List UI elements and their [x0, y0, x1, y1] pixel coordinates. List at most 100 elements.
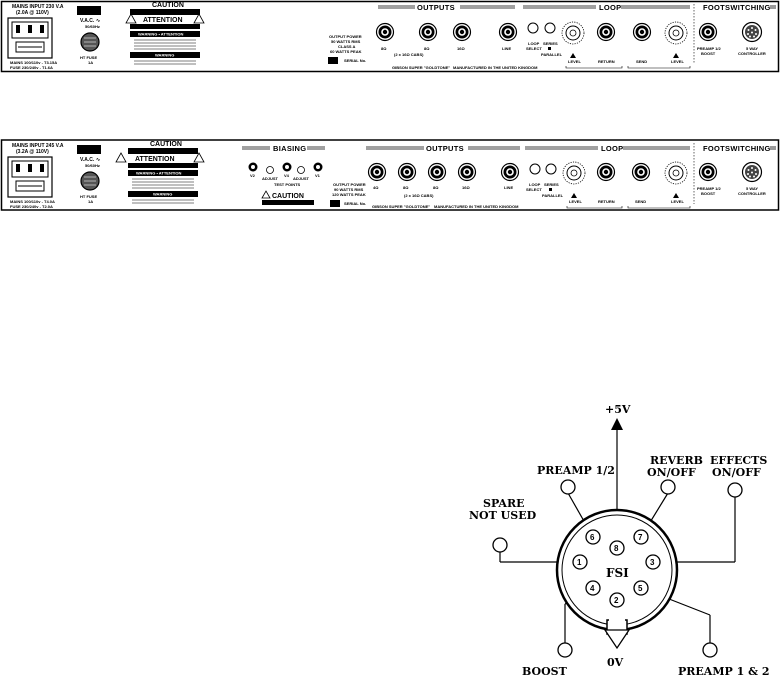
panel-2-outputs-header: OUTPUTS: [426, 144, 464, 153]
panel-1-preamp-boost-jack[interactable]: [698, 22, 718, 42]
panel-2-jack-line[interactable]: [500, 162, 520, 182]
terminal-reverb: [660, 479, 676, 495]
panel-2-jack-8ohm-a[interactable]: [397, 162, 417, 182]
panel-1-parallel: PARALLEL: [541, 52, 563, 57]
panel-1-footswitching-header: FOOTSWITCHING: [703, 3, 771, 12]
plus-5v-arrow-icon: [611, 418, 623, 430]
panel-2-voltage-label-block: [77, 145, 101, 154]
panel-2-bias-test-point-v1[interactable]: [313, 162, 323, 172]
terminal-boost: [557, 642, 573, 658]
panel-2-send-jack[interactable]: [631, 162, 651, 182]
panel-1-jack-16ohm[interactable]: [452, 22, 472, 42]
panel-2-led-series: [545, 163, 557, 175]
panel-2-footswitching-header: FOOTSWITCHING: [703, 144, 771, 153]
panel-1-preamp-boost-1: PREAMP 1/2: [697, 46, 721, 51]
panel-2-preamp-boost-1: PREAMP 1/2: [697, 186, 721, 191]
panel-2-bias-adjust-2[interactable]: [297, 166, 305, 174]
ac-wave-icon: ∿: [96, 18, 100, 24]
panel-2-controller-1: 5 WAY: [746, 186, 758, 191]
panel-1-jack-label-4: LINE: [502, 46, 511, 51]
pin-7: 7: [633, 529, 649, 545]
panel-2-series: SERIES: [544, 182, 559, 187]
panel-2-send-level-knob[interactable]: [664, 161, 688, 185]
panel-1-series: SERIES: [543, 41, 558, 46]
panel-1-warning: WARNING: [155, 53, 174, 58]
svg-text:5: 5: [638, 584, 643, 593]
label-preamp-1-2: PREAMP 1/2: [537, 464, 615, 477]
terminal-effects: [727, 482, 743, 498]
panel-1-jack-8ohm-b[interactable]: [418, 22, 438, 42]
panel-1-send-jack[interactable]: [632, 22, 652, 42]
panel-2-made: MANUFACTURED IN THE UNITED KINGDOM: [434, 204, 519, 209]
pin-3: 3: [645, 554, 661, 570]
warning-triangle-icon: [125, 13, 137, 24]
panel-2-bias-test-point-v4[interactable]: [282, 162, 292, 172]
panel-1-controller-din[interactable]: [741, 21, 763, 43]
panel-1-level-arrow-1: [570, 53, 576, 58]
fsi-label: FSI: [606, 566, 629, 580]
panel-2-preamp-boost-2: BOOST: [701, 191, 716, 196]
panel-2-attention: ATTENTION: [135, 156, 175, 163]
panel-2-output-power-3: 120 WATTS PEAK: [332, 192, 366, 197]
panel-1-switch[interactable]: [548, 47, 551, 50]
label-plus-5v: +5V: [605, 403, 631, 416]
panel-1-jack-label-2: 8Ω: [424, 46, 430, 51]
panel-2-jack-4ohm[interactable]: [367, 162, 387, 182]
panel-2-preamp-boost-jack[interactable]: [698, 162, 718, 182]
panel-1-send: SEND: [636, 59, 647, 64]
panel-1-jack-label-1: 8Ω: [381, 46, 387, 51]
panel-1-ht-fuse-value: 1A: [88, 60, 93, 65]
panel-2-bias-v4: V4: [284, 173, 290, 178]
panel-2-jack-16ohm[interactable]: [457, 162, 477, 182]
panel-2-parallel: PARALLEL: [542, 193, 564, 198]
panel-1-level-1: LEVEL: [568, 59, 581, 64]
panel-1-gibson: GIBSON SUPER "GOLDTONE": [392, 65, 450, 70]
panel-2-bias-test-point-v2[interactable]: [248, 162, 258, 172]
panel-1-loop-select-1: LOOP: [528, 41, 540, 46]
panel-2-controller-2: CONTROLLER: [738, 191, 766, 196]
label-reverb-2: ON/OFF: [647, 466, 696, 479]
panel-1-send-level-knob[interactable]: [664, 21, 688, 45]
ground-icon: [603, 629, 631, 650]
panel-1-hz: 50/60Hz: [85, 24, 100, 29]
panel-1-jack-8ohm-a[interactable]: [375, 22, 395, 42]
panel-2-controller-din[interactable]: [741, 161, 763, 183]
panel-2-hz: 50/60Hz: [85, 163, 100, 168]
panel-2-return-jack[interactable]: [596, 162, 616, 182]
panel-1-jack-label-3: 16Ω: [457, 46, 465, 51]
panel-1-return: RETURN: [598, 59, 615, 64]
panel-1-loop-select-2: SELECT: [526, 46, 542, 51]
panel-1-return-level-knob[interactable]: [561, 21, 585, 45]
rear-panel-2: MAINS INPUT 245 V.A (3.2A @ 110V) MAINS …: [0, 139, 780, 211]
panel-2-bias-adjust-1[interactable]: [266, 166, 274, 174]
panel-1-led-series: [544, 22, 556, 34]
panel-1-level-2: LEVEL: [671, 59, 684, 64]
panel-1-mains-rating: MAINS INPUT 230 V.A: [12, 4, 64, 10]
panel-2-mains-current: (3.2A @ 110V): [16, 149, 49, 155]
panel-2-output-power-2: 90 WATTS RMS: [334, 187, 364, 192]
panel-1-jack-line[interactable]: [498, 22, 518, 42]
panel-1-output-power-4: 60 WATTS PEAK: [330, 49, 362, 54]
panel-1-outputs-header: OUTPUTS: [417, 3, 455, 12]
panel-2-level-1: LEVEL: [569, 199, 582, 204]
panel-2-jack-8ohm-b[interactable]: [427, 162, 447, 182]
panel-1-led-loop-select: [527, 22, 539, 34]
panel-1-controller-1: 5 WAY: [746, 46, 758, 51]
panel-2-mains-fuse-2: FUSE 230/240v - T2.0A: [10, 204, 53, 209]
panel-2-switch[interactable]: [549, 188, 552, 191]
panel-2-bias-v2: V2: [250, 173, 256, 178]
panel-2-jack-label-2: 8Ω: [403, 185, 409, 190]
panel-1-ht-fuse-holder: [80, 32, 100, 52]
warning-triangle-icon: [193, 152, 205, 163]
label-boost: BOOST: [522, 665, 568, 678]
panel-2-return-level-knob[interactable]: [562, 161, 586, 185]
panel-2-warning-block: CAUTION ATTENTION WARNING • ATTENTION WA…: [115, 141, 205, 204]
panel-2-led-loop-select: [529, 163, 541, 175]
panel-1-level-arrow-2: [673, 53, 679, 58]
label-0v: 0V: [607, 656, 624, 669]
panel-2-jack-label-4: 16Ω: [462, 185, 470, 190]
panel-1-return-jack[interactable]: [596, 22, 616, 42]
panel-1-controller-2: CONTROLLER: [738, 51, 766, 56]
panel-2-return: RETURN: [598, 199, 615, 204]
panel-2-ht-fuse-holder: [80, 171, 100, 191]
